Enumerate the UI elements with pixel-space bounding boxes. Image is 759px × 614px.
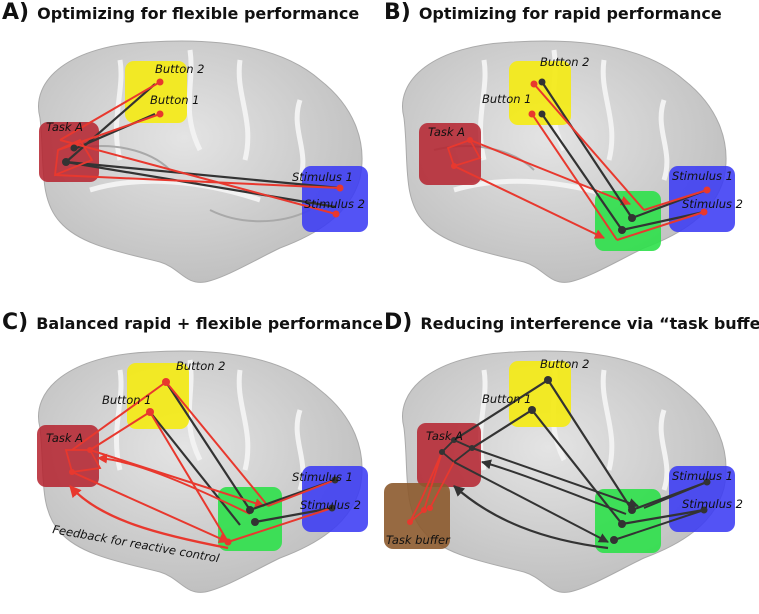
panel-c-title: C) Balanced rapid + flexible performance [2,310,383,335]
label-stimulus-2: Stimulus 2 [682,497,743,511]
panel-d-diagram: Task A Button 2 Button 1 Stimulus 1 Stim… [384,350,743,593]
label-stimulus-2: Stimulus 2 [304,197,365,211]
label-stimulus-1: Stimulus 1 [672,169,733,183]
panel-a-title: A) Optimizing for flexible performance [2,0,359,25]
panel-c-heading: Balanced rapid + flexible performance [36,314,383,333]
label-task-a: Task A [46,120,83,134]
button-region [125,61,187,123]
button-region [509,361,571,427]
panel-a-heading: Optimizing for flexible performance [37,4,360,23]
label-stimulus-1: Stimulus 1 [292,170,353,184]
connections [53,78,344,218]
connections [446,78,711,241]
label-button-1: Button 1 [150,93,200,107]
connections [64,378,339,550]
label-button-2: Button 2 [540,357,590,371]
label-stimulus-2: Stimulus 2 [300,498,361,512]
task-a-region [39,122,99,182]
label-button-1: Button 1 [102,393,152,407]
panel-d-heading: Reducing interference via “task buffer” [420,314,759,333]
stimulus-region [302,166,368,232]
panel-c: Task A Button 2 Button 1 Stimulus 1 Stim… [0,310,383,610]
panel-b-title: B) Optimizing for rapid performance [384,0,722,25]
button-region [127,363,189,429]
label-stimulus-1: Stimulus 1 [672,469,733,483]
stimulus-region [302,466,368,532]
panel-b-letter: B) [384,0,411,25]
panel-d: Task A Button 2 Button 1 Stimulus 1 Stim… [382,310,759,610]
panel-d-letter: D) [384,310,413,335]
panel-c-letter: C) [2,310,29,335]
label-task-a: Task A [428,125,465,139]
panel-d-title: D) Reducing interference via “task buffer… [384,310,759,335]
label-button-1: Button 1 [482,92,532,106]
label-button-2: Button 2 [540,55,590,69]
label-task-buffer: Task buffer [386,533,451,547]
label-stimulus-2: Stimulus 2 [682,197,743,211]
panel-b-heading: Optimizing for rapid performance [418,4,722,23]
connections [407,376,711,550]
label-stimulus-1: Stimulus 1 [292,470,353,484]
label-task-a: Task A [46,431,83,445]
hub-region [595,489,661,553]
label-task-a: Task A [426,429,463,443]
label-button-2: Button 2 [155,62,205,76]
label-button-1: Button 1 [482,392,532,406]
label-button-2: Button 2 [176,359,226,373]
panel-a: Task A Button 2 Button 1 Stimulus 1 Stim… [0,0,372,300]
panel-c-diagram: Task A Button 2 Button 1 Stimulus 1 Stim… [37,350,368,593]
panel-a-diagram: Task A Button 2 Button 1 Stimulus 1 Stim… [38,40,368,283]
panel-a-letter: A) [2,0,30,25]
panel-b-diagram: Task A Button 2 Button 1 Stimulus 1 Stim… [402,40,743,283]
panel-b: Task A Button 2 Button 1 Stimulus 1 Stim… [382,0,754,300]
hub-region [595,191,661,251]
